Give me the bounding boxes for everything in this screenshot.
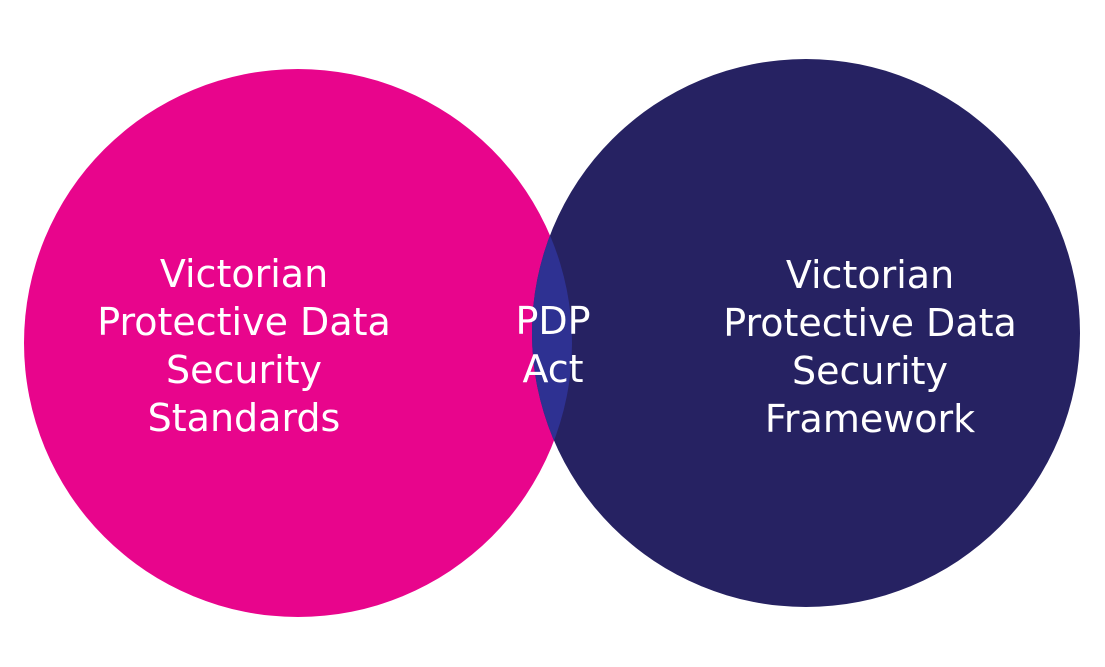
label-line: Protective Data	[723, 301, 1017, 345]
left-circle-standards	[24, 69, 572, 617]
label-line: Victorian	[785, 253, 955, 297]
label-line: Framework	[764, 397, 976, 441]
label-line: Security	[791, 349, 949, 393]
left-circle-label: Victorian Protective Data Security Stand…	[44, 250, 444, 442]
right-circle-label: Victorian Protective Data Security Frame…	[670, 251, 1070, 443]
label-line: Standards	[147, 396, 341, 440]
label-line: Victorian	[159, 252, 329, 296]
label-line: Protective Data	[97, 300, 391, 344]
label-line: Security	[165, 348, 323, 392]
right-circle-framework	[532, 59, 1080, 607]
intersection-label: PDP Act	[482, 297, 624, 393]
label-line: PDP	[515, 299, 591, 343]
label-line: Act	[522, 347, 584, 391]
